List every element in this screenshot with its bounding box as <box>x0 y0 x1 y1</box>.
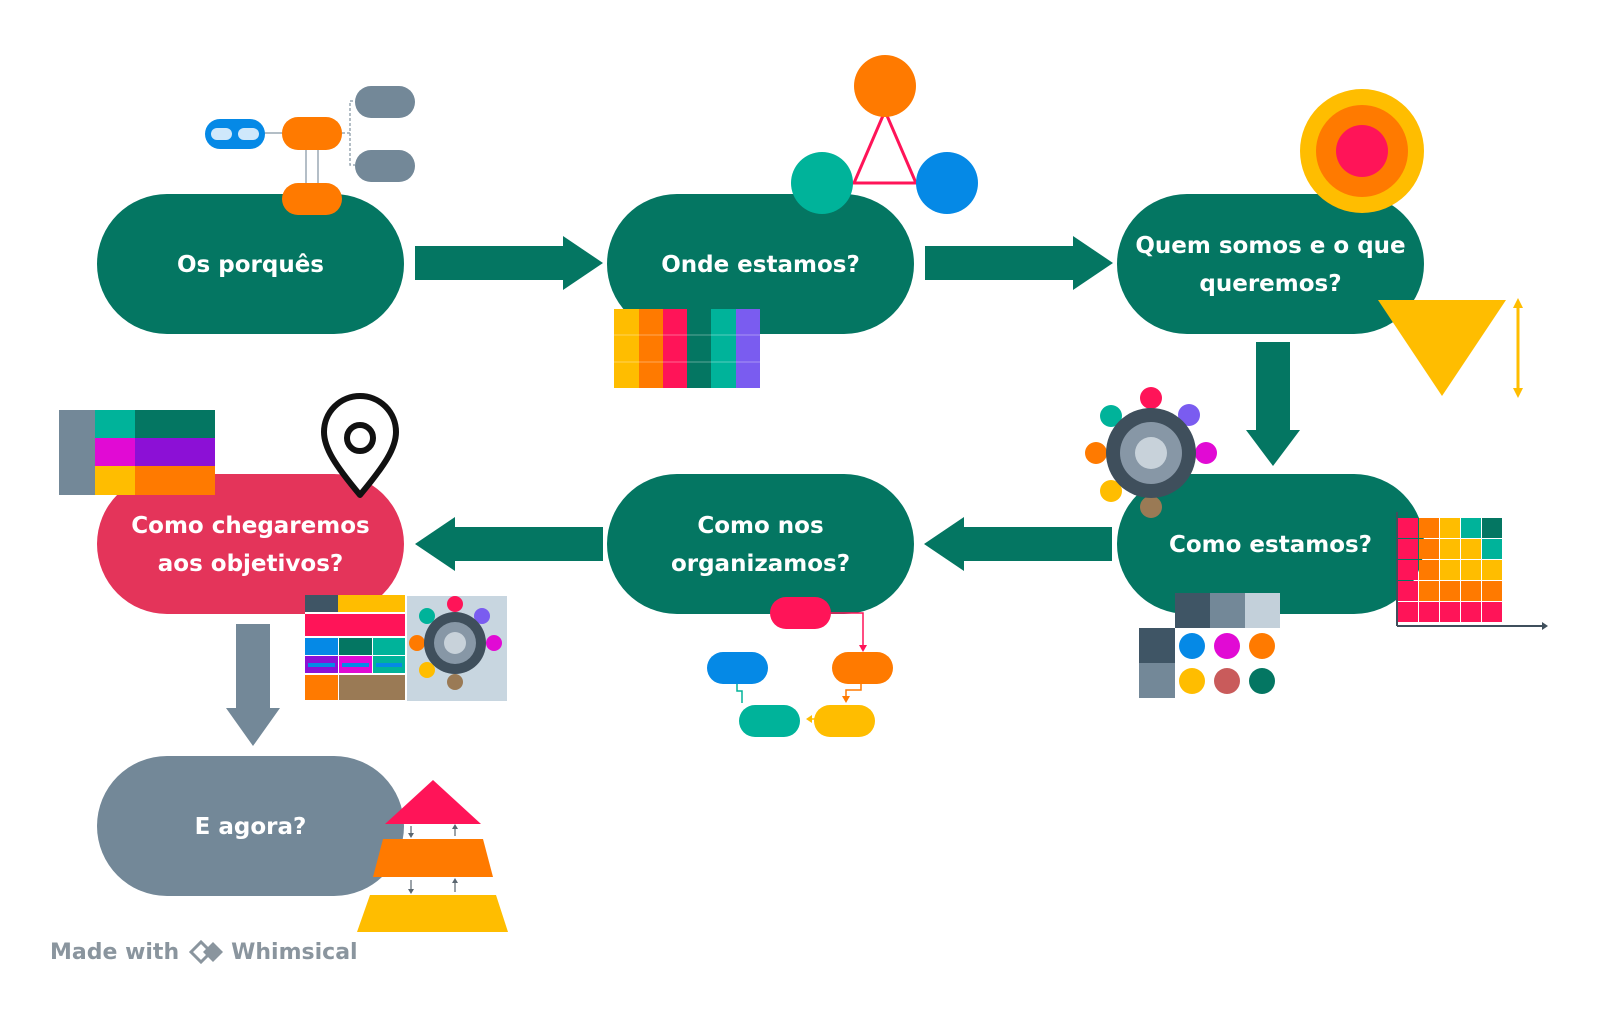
step-pill-shape <box>607 194 914 334</box>
gear-card-icon <box>407 596 507 701</box>
arrow-2-to-3 <box>925 236 1113 290</box>
arrow-4-to-5 <box>924 517 1112 571</box>
step-label: Como chegaremos <box>131 513 369 539</box>
step-pill-shape <box>607 474 914 614</box>
gear-nodes-icon <box>1085 387 1217 518</box>
step-pill-shape <box>97 194 404 334</box>
color-swatch-grid-icon <box>1139 593 1280 698</box>
step-pill-shape <box>97 474 404 614</box>
step-os-porques[interactable]: Os porquês <box>97 194 404 334</box>
flowchart-icon <box>707 597 893 737</box>
step-pills: Os porquês Onde estamos? Quem somos e o qu… <box>97 194 1424 896</box>
step-label: Quem somos e o que <box>1135 233 1405 259</box>
pyramid-icon <box>357 780 508 932</box>
step-onde-estamos[interactable]: Onde estamos? <box>607 194 914 334</box>
whimsical-logo-icon <box>189 939 224 965</box>
column-grid-icon <box>614 309 760 388</box>
mind-map-icon <box>205 86 415 215</box>
step-pill-shape <box>1117 194 1424 334</box>
step-label: E agora? <box>195 814 307 840</box>
color-block-table-icon <box>59 410 215 495</box>
step-como-estamos[interactable]: Como estamos? <box>1117 474 1424 614</box>
step-pill-shape <box>1117 474 1424 614</box>
step-e-agora[interactable]: E agora? <box>97 756 404 896</box>
step-pill-shape <box>97 756 404 896</box>
whimsical-watermark[interactable]: Made with Whimsical <box>50 934 358 970</box>
arrow-5-to-6 <box>415 517 603 571</box>
step-label: Como nos <box>697 513 823 539</box>
step-quem-somos[interactable]: Quem somos e o que queremos? <box>1117 194 1424 334</box>
step-label: aos objetivos? <box>158 551 343 577</box>
whimsical-brand-text: Whimsical <box>231 939 358 965</box>
made-with-text: Made with <box>50 939 180 965</box>
step-label: Como estamos? <box>1169 532 1372 558</box>
target-rings-icon <box>1300 89 1424 213</box>
step-label: Os porquês <box>177 252 324 278</box>
inverted-triangle-icon <box>1378 298 1523 398</box>
step-como-chegaremos[interactable]: Como chegaremos aos objetivos? <box>97 474 404 614</box>
heatmap-grid-icon <box>1396 512 1548 630</box>
kanban-board-icon <box>305 595 405 700</box>
step-como-nos-organizamos[interactable]: Como nos organizamos? <box>607 474 914 614</box>
step-label: Onde estamos? <box>661 252 860 278</box>
arrow-6-to-7 <box>226 624 280 746</box>
step-label: queremos? <box>1199 271 1341 297</box>
step-label: organizamos? <box>671 551 850 577</box>
triangle-nodes-icon <box>791 55 978 214</box>
arrow-3-to-4 <box>1246 342 1300 466</box>
arrow-1-to-2 <box>415 236 603 290</box>
location-pin-icon <box>321 393 399 498</box>
